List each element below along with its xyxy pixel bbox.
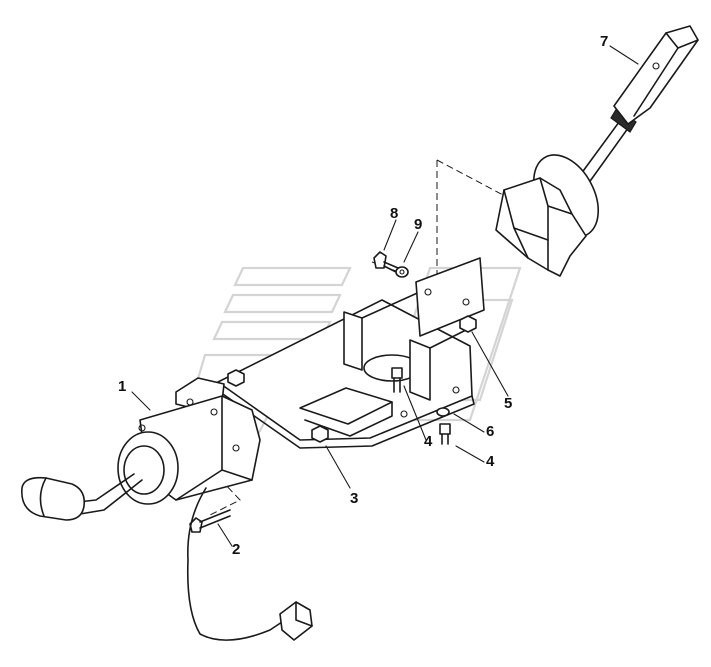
callout-6: 6: [486, 423, 494, 440]
callout-3: 3: [350, 490, 358, 507]
bolt-and-washer: [373, 251, 409, 278]
callout-4a: 4: [424, 433, 433, 450]
screw-and-cable: [186, 487, 313, 641]
callout-9: 9: [414, 216, 422, 233]
callout-1: 1: [118, 378, 126, 395]
callout-7: 7: [600, 33, 608, 50]
callout-4b: 4: [486, 453, 495, 470]
leader-lines: [131, 45, 639, 547]
callout-5: 5: [504, 395, 512, 412]
callout-labels: 1 2 3 4 4 5 6 7 8 9: [118, 33, 608, 558]
stalk-switch: [495, 25, 699, 277]
fasteners: [391, 315, 477, 445]
callout-2: 2: [232, 541, 240, 558]
callout-8: 8: [390, 205, 398, 222]
control-lever-unit: [21, 377, 261, 521]
mounting-bracket: [217, 257, 485, 449]
